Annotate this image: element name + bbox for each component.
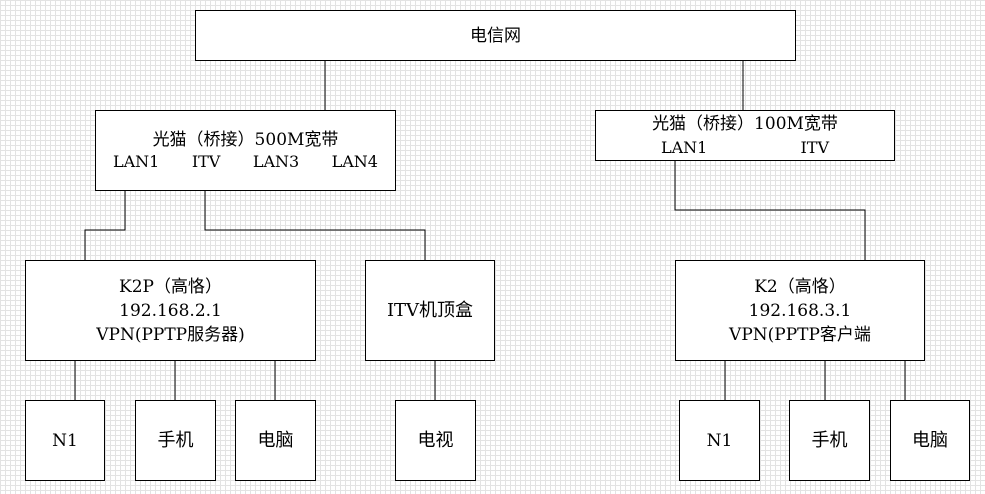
modem-right-ports: LAN1 ITV — [596, 136, 894, 160]
modem-left-port: LAN3 — [252, 151, 300, 171]
router-k2-ip: 192.168.3.1 — [748, 300, 852, 321]
router-k2-vpn: VPN(PPTP客户端 — [729, 324, 871, 345]
line-modem-left-to-itv-box — [204, 190, 426, 260]
device-label: 手机 — [811, 429, 848, 451]
device-label: 电视 — [417, 429, 454, 451]
device-label: N1 — [706, 430, 733, 451]
device-pc-right: 电脑 — [890, 400, 970, 481]
modem-right-title: 光猫（桥接）100M宽带 — [652, 113, 838, 134]
modem-left-node: 光猫（桥接）500M宽带 LAN1 ITV LAN3 LAN4 — [95, 110, 396, 191]
itv-box-label: ITV机顶盒 — [386, 299, 474, 321]
modem-left-title: 光猫（桥接）500M宽带 — [152, 129, 339, 150]
device-n1-left: N1 — [25, 400, 105, 481]
itv-box-node: ITV机顶盒 — [365, 260, 495, 361]
router-k2p-name: K2P（高恪） — [119, 276, 222, 297]
device-pc-left: 电脑 — [235, 400, 316, 481]
modem-left-port: LAN4 — [331, 151, 378, 171]
device-n1-right: N1 — [679, 400, 760, 481]
device-label: N1 — [52, 430, 78, 451]
device-phone-right: 手机 — [789, 400, 870, 481]
telecom-network-node: 电信网 — [195, 10, 796, 61]
line-modem-left-to-k2p — [84, 190, 126, 260]
device-tv: 电视 — [395, 400, 476, 481]
router-k2p-ip: 192.168.2.1 — [119, 300, 222, 321]
modem-right-port: ITV — [800, 137, 829, 157]
device-phone-left: 手机 — [135, 400, 216, 481]
router-k2p-vpn: VPN(PPTP服务器) — [96, 324, 245, 345]
modem-left-port: ITV — [191, 151, 221, 171]
device-label: 电脑 — [257, 429, 294, 451]
modem-right-node: 光猫（桥接）100M宽带 LAN1 ITV — [595, 110, 895, 161]
router-k2p-node: K2P（高恪） 192.168.2.1 VPN(PPTP服务器) — [25, 260, 316, 361]
router-k2-name: K2（高恪） — [754, 276, 846, 297]
device-label: 电脑 — [912, 429, 948, 451]
router-k2-node: K2（高恪） 192.168.3.1 VPN(PPTP客户端 — [675, 260, 925, 361]
modem-right-port: LAN1 — [661, 137, 708, 157]
device-label: 手机 — [157, 429, 194, 451]
modem-left-ports: LAN1 ITV LAN3 LAN4 — [96, 151, 395, 173]
line-modem-right-to-k2 — [674, 160, 866, 260]
modem-left-port: LAN1 — [113, 151, 160, 171]
telecom-network-label: 电信网 — [470, 25, 521, 46]
